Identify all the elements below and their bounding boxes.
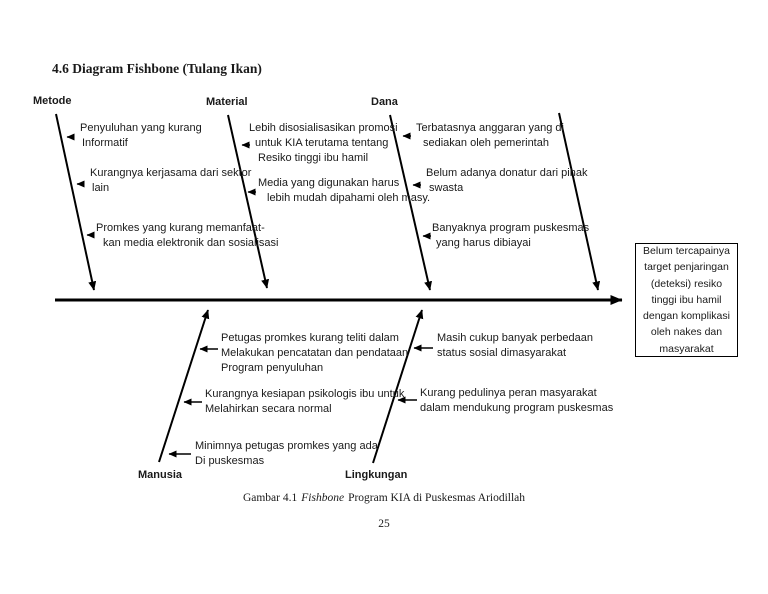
- cause-line: Terbatasnya anggaran yang di: [416, 122, 564, 134]
- effect-line: dengan komplikasi: [643, 310, 730, 323]
- bone-material: [227, 114, 270, 289]
- effect-line: (deteksi) resiko: [650, 277, 723, 290]
- caption-italic: Fishbone: [301, 492, 345, 504]
- section-heading: 4.6 Diagram Fishbone (Tulang Ikan): [52, 61, 262, 76]
- cause-line: Belum adanya donatur dari pihak: [426, 167, 588, 179]
- bone-metode: [55, 113, 97, 291]
- cause-line: Kurang pedulinya peran masyarakat: [420, 387, 597, 399]
- bone-manusia: [158, 309, 210, 463]
- cause-dana-3: Banyaknya program puskesmas yang harus d…: [432, 221, 589, 251]
- cause-metode-1: Penyuluhan yang kurang Informatif: [80, 121, 202, 151]
- cause-line: Resiko tinggi ibu hamil: [258, 152, 369, 164]
- bone-unlabeled: [558, 112, 601, 291]
- caption-prefix: Gambar 4.1: [242, 492, 298, 504]
- cause-metode-2: Kurangnya kerjasama dari sektor lain: [90, 166, 251, 196]
- cause-line: Minimnya petugas promkes yang ada: [195, 440, 378, 452]
- cause-dana-2: Belum adanya donatur dari pihak swasta: [426, 166, 587, 196]
- cause-line: Melahirkan secara normal: [205, 403, 332, 415]
- effect-line: oleh nakes dan: [650, 326, 723, 339]
- cause-material-2: Media yang digunakan harus lebih mudah d…: [258, 176, 430, 206]
- cause-line: kan media elektronik dan sosialisasi: [103, 237, 279, 249]
- cause-line: dalam mendukung program puskesmas: [420, 402, 614, 414]
- bone-lingkungan: [372, 309, 424, 464]
- cause-line: Banyaknya program puskesmas: [432, 222, 590, 234]
- cause-material-1: Lebih disosialisasikan promosi untuk KIA…: [249, 121, 398, 166]
- effect-line: masyarakat: [659, 342, 714, 355]
- cause-line: lain: [92, 182, 110, 194]
- cause-line: Lebih disosialisasikan promosi: [249, 122, 398, 134]
- effect-line: target penjaringan: [644, 261, 729, 274]
- effect-line: tinggi ibu hamil: [651, 293, 722, 306]
- cause-manusia-2: Kurangnya kesiapan psikologis ibu untuk …: [205, 387, 404, 417]
- cause-dana-1: Terbatasnya anggaran yang di sediakan ol…: [416, 121, 564, 151]
- cause-line: Penyuluhan yang kurang: [80, 122, 202, 134]
- page-number: 25: [378, 518, 390, 530]
- category-label-dana: Dana: [371, 96, 398, 108]
- category-label-manusia: Manusia: [138, 469, 183, 481]
- cause-line: Petugas promkes kurang teliti dalam: [221, 332, 399, 344]
- effect-box: Belum tercapainya target penjaringan (de…: [635, 243, 738, 357]
- cause-line: Promkes yang kurang memanfaat-: [96, 222, 265, 234]
- cause-line: Media yang digunakan harus: [258, 177, 400, 189]
- cause-line: sediakan oleh pemerintah: [423, 137, 549, 149]
- category-label-metode: Metode: [33, 95, 72, 107]
- bone-dana: [389, 114, 433, 291]
- cause-line: untuk KIA terutama tentang: [255, 137, 389, 149]
- cause-line: Kurangnya kesiapan psikologis ibu untuk: [205, 388, 405, 400]
- category-label-lingkungan: Lingkungan: [345, 469, 408, 481]
- cause-manusia-3: Minimnya petugas promkes yang ada Di pus…: [195, 439, 378, 469]
- caption-suffix: Program KIA di Puskesmas Ariodillah: [348, 492, 526, 504]
- category-label-material: Material: [206, 96, 248, 108]
- cause-line: lebih mudah dipahami oleh masy.: [267, 192, 431, 204]
- effect-line: Belum tercapainya: [643, 244, 730, 257]
- cause-line: Program penyuluhan: [221, 362, 324, 374]
- cause-lingkungan-1: Masih cukup banyak perbedaan status sosi…: [437, 331, 593, 361]
- cause-line: Melakukan pencatatan dan pendataan: [221, 347, 409, 359]
- cause-metode-3: Promkes yang kurang memanfaat- kan media…: [96, 221, 278, 251]
- cause-lingkungan-2: Kurang pedulinya peran masyarakat dalam …: [420, 386, 613, 416]
- cause-line: status sosial dimasyarakat: [437, 347, 566, 359]
- cause-line: Informatif: [82, 137, 128, 149]
- cause-line: yang harus dibiayai: [436, 237, 531, 249]
- cause-manusia-1: Petugas promkes kurang teliti dalam Mela…: [221, 331, 408, 376]
- cause-line: swasta: [429, 182, 464, 194]
- cause-line: Kurangnya kerjasama dari sektor: [90, 167, 252, 179]
- cause-line: Masih cukup banyak perbedaan: [437, 332, 593, 344]
- cause-line: Di puskesmas: [195, 455, 265, 467]
